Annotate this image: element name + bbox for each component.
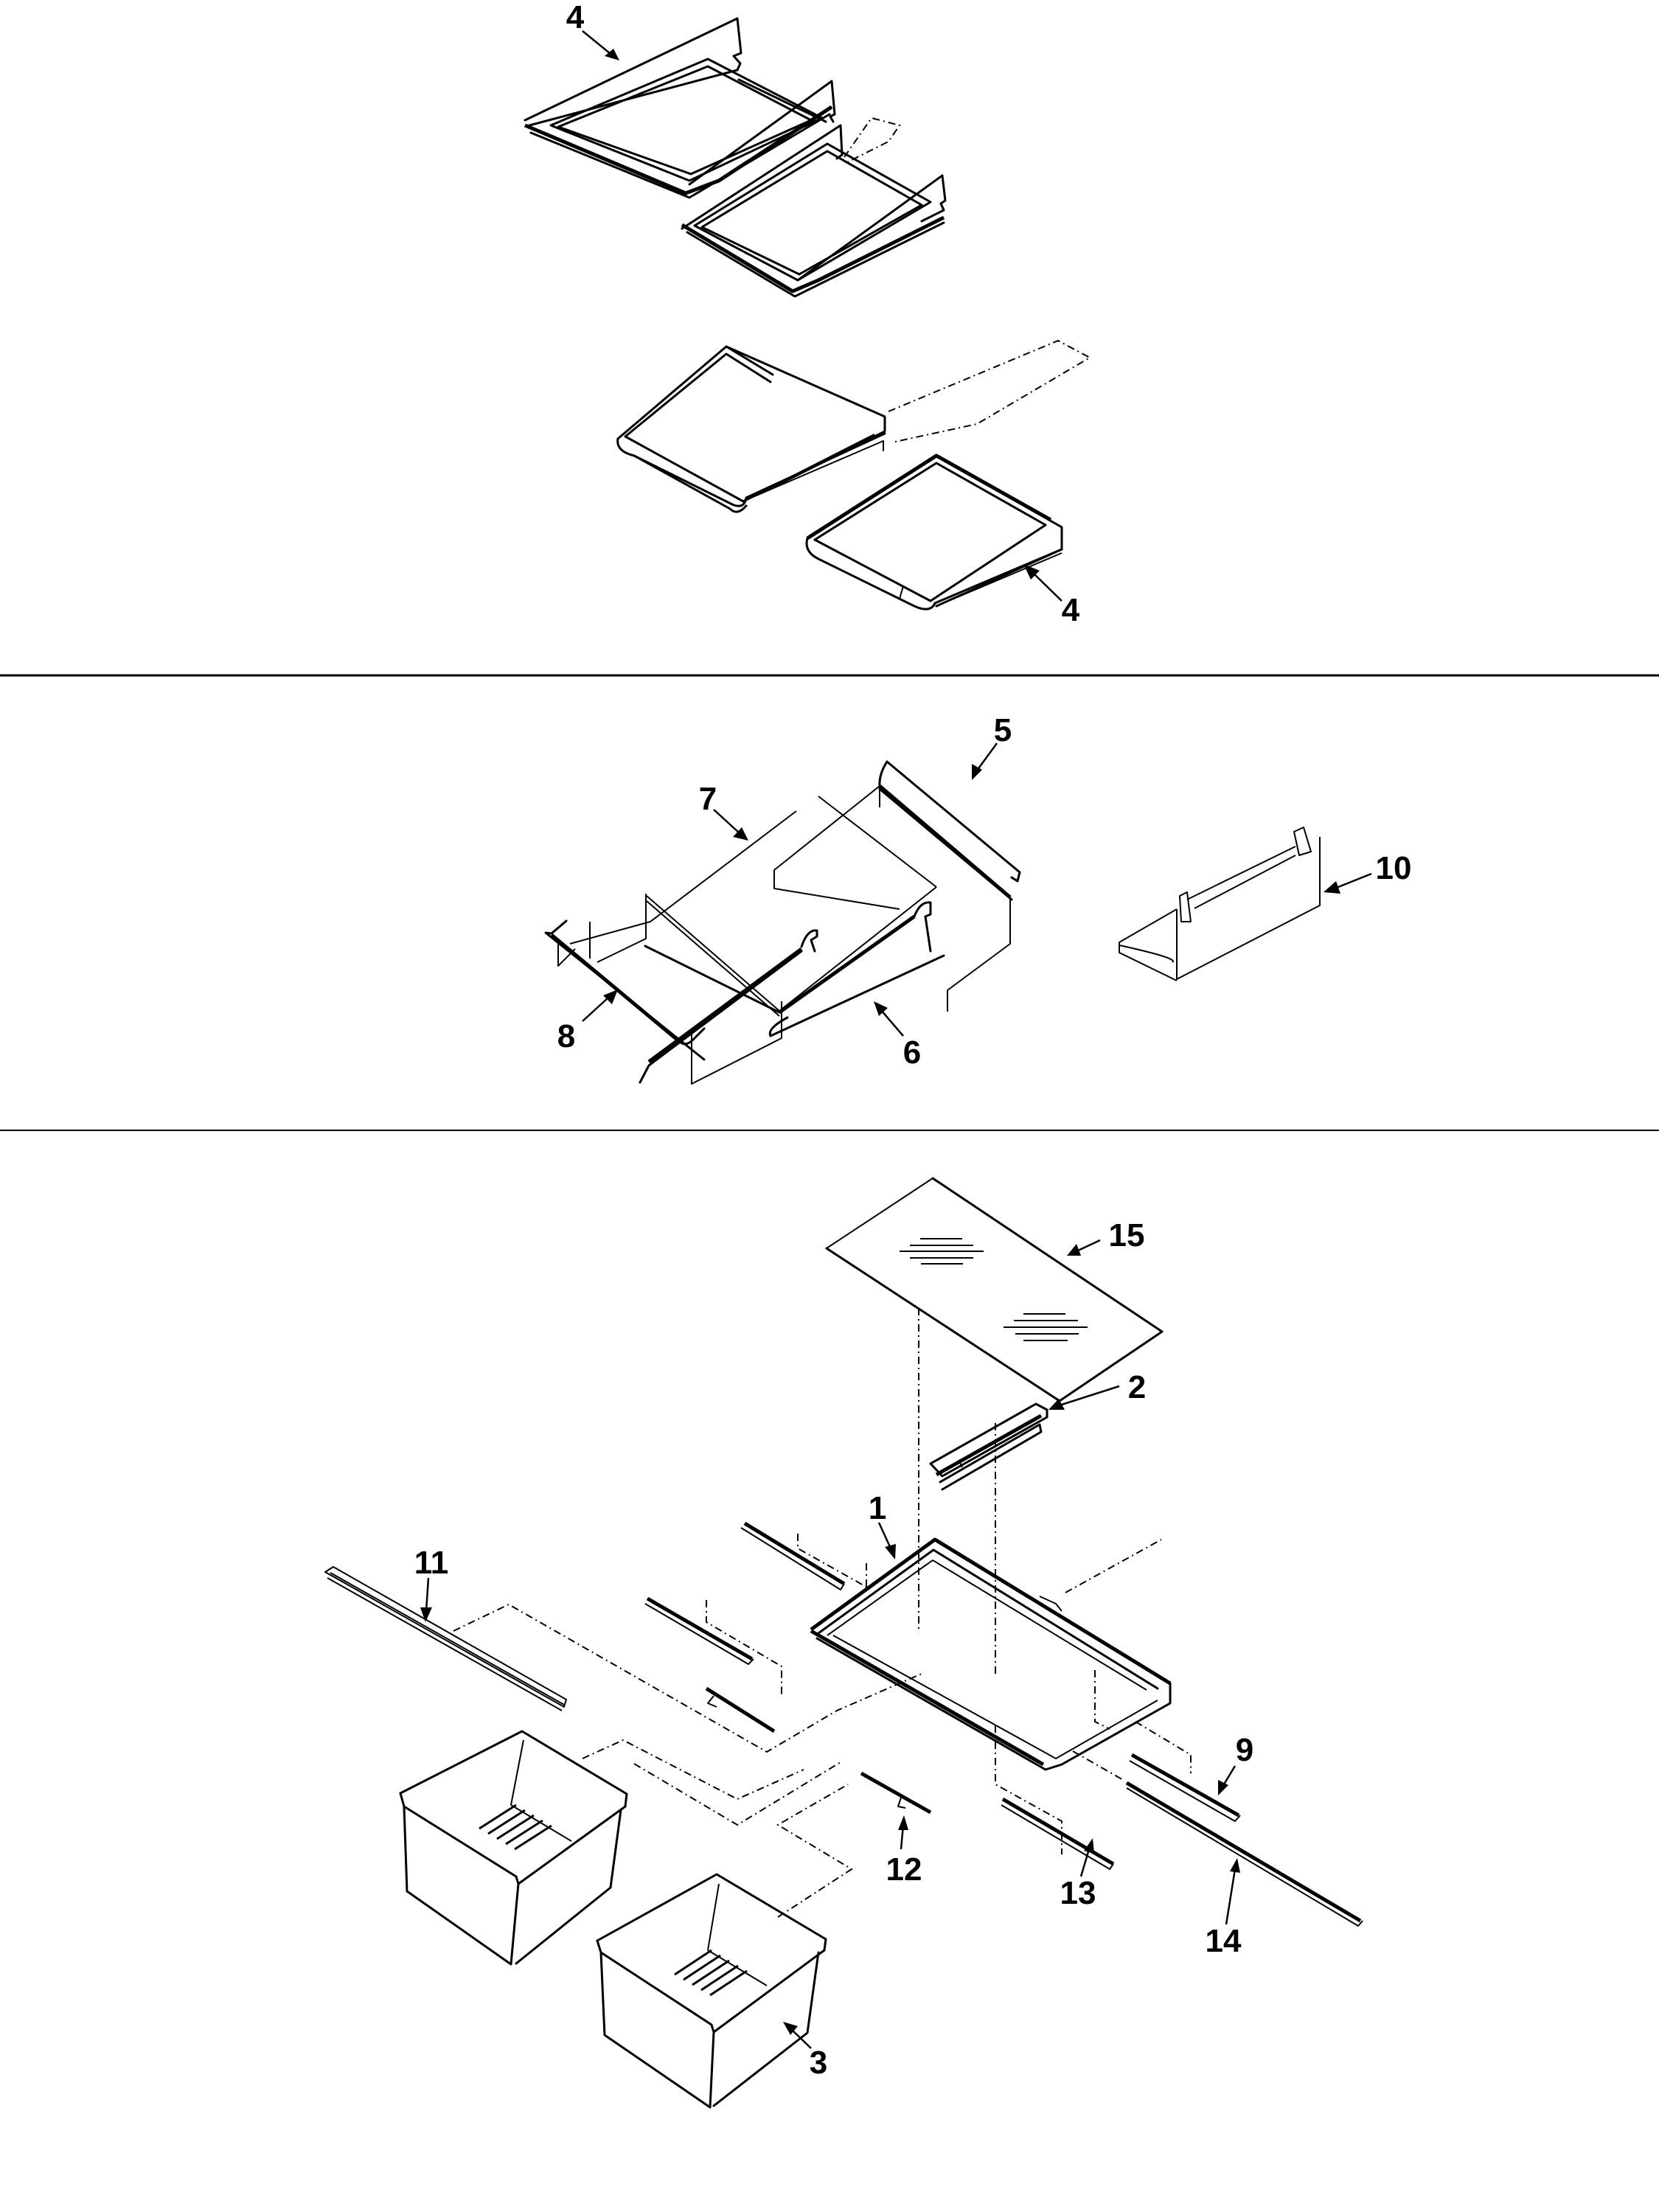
callout-label: 15: [1109, 1217, 1145, 1253]
callout-4-top: 4: [566, 0, 619, 60]
callout-2: 2: [1048, 1369, 1146, 1410]
slide-rail-stop-icon: [705, 1686, 776, 1733]
center-support-icon: [929, 1402, 1048, 1491]
callout-label: 13: [1060, 1875, 1096, 1911]
crisper-glass-icon: [825, 1177, 1164, 1402]
callout-4-bottom: 4: [1023, 564, 1080, 628]
callout-10: 10: [1324, 850, 1411, 894]
section-crisper-assembly: 15 2 1 11 9 12 13: [324, 1177, 1363, 2109]
callout-label: 2: [1128, 1369, 1146, 1405]
section-middle-shelf: 5 7 10 8 6: [544, 712, 1411, 1085]
callout-8: 8: [557, 990, 618, 1054]
shelf-d-icon: [805, 453, 1063, 611]
callout-3: 3: [783, 2022, 827, 2081]
callout-label: 7: [699, 781, 717, 817]
callout-label: 12: [886, 1851, 922, 1888]
callout-12: 12: [886, 1815, 922, 1888]
callout-15: 15: [1067, 1217, 1144, 1256]
rail-12-icon: [860, 1771, 932, 1815]
callout-6: 6: [874, 1001, 921, 1071]
callout-1: 1: [869, 1490, 896, 1559]
rail-14-icon: [1125, 1781, 1363, 1927]
callout-9: 9: [1218, 1732, 1253, 1795]
callout-5: 5: [972, 712, 1012, 780]
callout-label: 1: [869, 1490, 886, 1526]
shelf-a-icon: [524, 17, 836, 199]
callout-label: 3: [810, 2045, 827, 2081]
shelf-assembly-icon: [544, 760, 1021, 1085]
crisper-drawer-right-icon: [596, 1873, 827, 2109]
callout-13: 13: [1060, 1838, 1096, 1911]
callout-label: 11: [414, 1545, 449, 1581]
upper-rail-icon: [740, 1521, 846, 1590]
callout-label: 8: [557, 1018, 575, 1054]
callout-label: 10: [1376, 850, 1412, 886]
shelf-b-icon: [681, 116, 947, 298]
callout-label: 9: [1236, 1732, 1253, 1768]
callout-label: 4: [566, 0, 585, 35]
callout-label: 6: [903, 1034, 921, 1071]
left-rail-icon: [644, 1596, 754, 1665]
shelf-c-icon: [616, 339, 1092, 513]
callout-label: 4: [1062, 592, 1080, 628]
crisper-frame-icon: [810, 1537, 1172, 1771]
door-bin-icon: [1119, 827, 1321, 981]
callout-7: 7: [699, 781, 748, 841]
section-upper-shelves: 4 4: [524, 0, 1092, 628]
front-trim-rail-icon: [324, 1566, 567, 1711]
rail-9-icon: [1129, 1753, 1241, 1822]
crisper-drawer-left-icon: [399, 1730, 628, 1966]
rail-13-icon: [1001, 1797, 1115, 1870]
callout-label: 14: [1206, 1923, 1242, 1959]
callout-11: 11: [414, 1545, 449, 1622]
callout-label: 5: [994, 712, 1012, 748]
callout-14: 14: [1206, 1858, 1242, 1959]
